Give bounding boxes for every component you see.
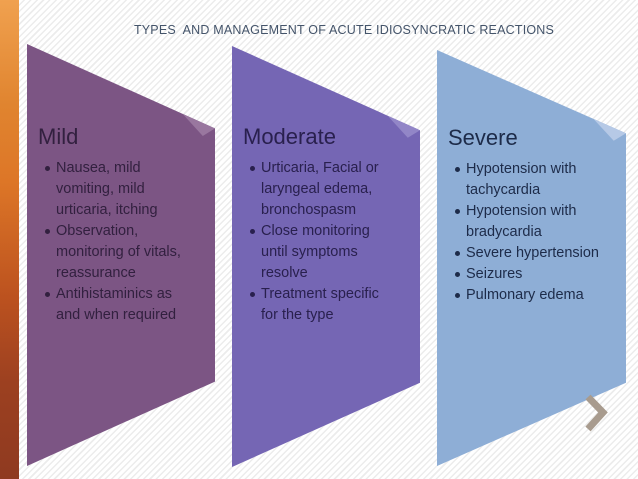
panel-mild: Mild Nausea, mild vomiting, mild urticar…: [27, 44, 215, 466]
next-chevron-icon: [585, 394, 608, 432]
bullet-item: Pulmonary edema: [448, 285, 612, 306]
bullet-item: Observation, monitoring of vitals, reass…: [38, 221, 201, 284]
panel-moderate: Moderate Urticaria, Facial or laryngeal …: [232, 46, 420, 467]
bullet-list: Hypotension with tachycardia Hypotension…: [448, 159, 612, 306]
panel-heading: Moderate: [243, 124, 336, 149]
panel-moderate-content: Moderate Urticaria, Facial or laryngeal …: [232, 46, 420, 467]
panel-severe: Severe Hypotension with tachycardia Hypo…: [437, 50, 626, 466]
bullet-list: Urticaria, Facial or laryngeal edema, br…: [243, 158, 406, 326]
left-accent-bar: [0, 0, 19, 479]
bullet-item: Severe hypertension: [448, 243, 612, 264]
bullet-item: Hypotension with tachycardia: [448, 159, 612, 201]
panel-mild-content: Mild Nausea, mild vomiting, mild urticar…: [27, 44, 215, 466]
panel-heading: Severe: [448, 125, 518, 150]
panel-severe-content: Severe Hypotension with tachycardia Hypo…: [437, 50, 626, 466]
bullet-item: Nausea, mild vomiting, mild urticaria, i…: [38, 158, 201, 221]
slide-title: TYPES AND MANAGEMENT OF ACUTE IDIOSYNCRA…: [133, 23, 555, 37]
bullet-item: Treatment specific for the type: [243, 284, 406, 326]
bullet-item: Urticaria, Facial or laryngeal edema, br…: [243, 158, 406, 221]
bullet-item: Hypotension with bradycardia: [448, 201, 612, 243]
bullet-list: Nausea, mild vomiting, mild urticaria, i…: [38, 158, 201, 326]
bullet-item: Seizures: [448, 264, 612, 285]
bullet-item: Close monitoring until symptoms resolve: [243, 221, 406, 284]
next-chevron-stroke: [585, 394, 608, 432]
panel-heading: Mild: [38, 124, 79, 149]
bullet-item: Antihistaminics as and when required: [38, 284, 201, 326]
